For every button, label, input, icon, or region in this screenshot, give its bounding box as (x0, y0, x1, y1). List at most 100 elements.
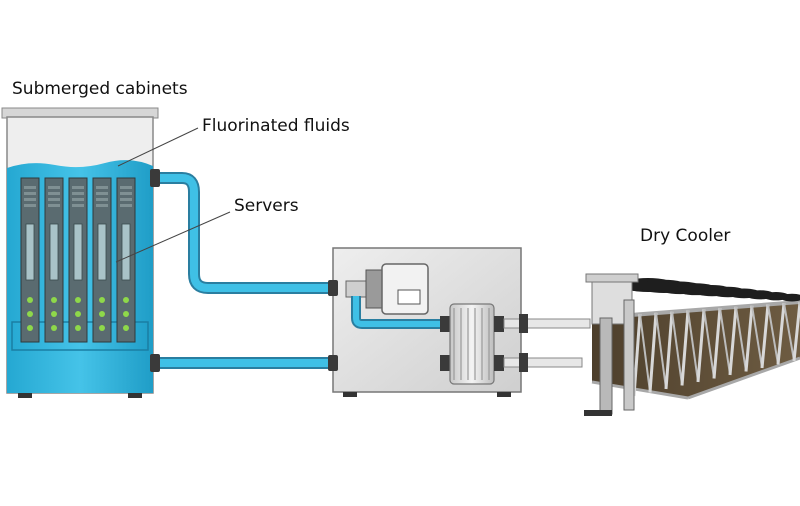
hot-pipe (153, 174, 348, 292)
cabinet-inlet-fitting (150, 354, 160, 372)
server-vent-slot (120, 198, 132, 201)
server-led (99, 311, 105, 317)
cdu-inlet-fitting (328, 280, 338, 296)
server-led (123, 325, 129, 331)
server-led (123, 297, 129, 303)
server-vent-slot (24, 186, 36, 189)
cdu-return-fitting (328, 355, 338, 371)
label-fluorinated-fluids: Fluorinated fluids (202, 116, 350, 136)
cabinet-outlet-fitting (150, 169, 160, 187)
servers-leader-line (115, 211, 231, 263)
cooler-pipes (503, 314, 591, 372)
cooler-support-leg (776, 303, 786, 365)
cabinet-foot-right (128, 393, 142, 398)
server-vent-slot (48, 198, 60, 201)
cooler-support-leg (664, 311, 674, 390)
server-vent-slot (120, 186, 132, 189)
cdu-foot-right (497, 392, 511, 397)
cooler-support-leg (712, 307, 722, 379)
cooler-fans (622, 278, 800, 302)
cooler-leg-front (599, 317, 613, 415)
submerged-cabinet (1, 107, 159, 398)
server-vent-slot (96, 192, 108, 195)
cooler-support-leg (744, 305, 754, 372)
server-vent-slot (48, 204, 60, 207)
hx-fitting-top-right (494, 316, 504, 332)
cooler-coil-shadow (592, 302, 800, 398)
cdu-unit (328, 247, 522, 397)
server-vent-slot (24, 204, 36, 207)
server-led (51, 311, 57, 317)
server-vent-slot (72, 204, 84, 207)
cooler-support-leg (792, 301, 800, 362)
server-vent-slot (96, 198, 108, 201)
cooler-return-pipe (503, 357, 583, 368)
cooler-supply-fitting (519, 314, 528, 333)
cooler-brace (783, 303, 795, 361)
plate-heat-exchanger (449, 303, 495, 385)
server-vent-slot (72, 186, 84, 189)
hx-fitting-bottom-right (494, 355, 504, 371)
cooler-frame (591, 300, 800, 400)
server-led (51, 297, 57, 303)
cooler-brace (719, 307, 731, 375)
server-led (99, 325, 105, 331)
server-led (75, 311, 81, 317)
server-drive-window (73, 223, 83, 281)
hx-plates (453, 308, 490, 380)
server-led (27, 325, 33, 331)
cooler-support-leg (760, 304, 770, 369)
fluid-leader-line (117, 127, 199, 167)
cooler-brace (751, 305, 763, 368)
cooler-support-leg (680, 310, 690, 386)
cooler-brace (703, 309, 715, 379)
label-dry-cooler: Dry Cooler (640, 226, 730, 246)
server-led (123, 311, 129, 317)
dry-cooler (584, 273, 800, 416)
cooler-brace (655, 312, 667, 389)
cooler-fan (780, 293, 800, 302)
server-vent-slot (48, 186, 60, 189)
cooler-support-leg (632, 313, 642, 397)
server-drive-window (121, 223, 131, 281)
server-led (99, 297, 105, 303)
server-vent-slot (96, 186, 108, 189)
server-led (27, 311, 33, 317)
server-vent-slot (120, 204, 132, 207)
cooler-support-leg (648, 312, 658, 393)
cooler-brace (671, 311, 683, 386)
pump-inlet-valve (345, 280, 369, 298)
cooler-brace (687, 310, 699, 382)
server-vent-slot (72, 198, 84, 201)
cooler-support-leg (728, 306, 738, 376)
cabinet-foot-left (18, 393, 32, 398)
cooler-supply-pipe (503, 318, 591, 329)
label-servers: Servers (234, 196, 299, 216)
cooler-support-leg (696, 309, 706, 383)
server-led (75, 297, 81, 303)
cooler-return-fitting (519, 353, 528, 372)
cooler-brace (767, 304, 779, 365)
server-vent-slot (96, 204, 108, 207)
server-led (27, 297, 33, 303)
label-submerged-cabinets: Submerged cabinets (12, 79, 188, 99)
server-led (75, 325, 81, 331)
cooler-header-cap (585, 273, 639, 283)
server-vent-slot (120, 192, 132, 195)
server-drive-window (97, 223, 107, 281)
cooler-manifold-pipe (623, 299, 635, 411)
server-drive-window (25, 223, 35, 281)
hx-fitting-top-left (440, 316, 450, 332)
server-vent-slot (72, 192, 84, 195)
server-drive-window (49, 223, 59, 281)
cooler-bottom-rail-far (687, 356, 800, 400)
server-vent-slot (48, 192, 60, 195)
cooler-foot (584, 410, 612, 416)
cooler-brace (639, 313, 651, 393)
pump-terminal-box (397, 289, 421, 305)
pump-motor (381, 263, 429, 315)
cooler-brace (735, 306, 747, 372)
pump-pipe (353, 296, 446, 327)
